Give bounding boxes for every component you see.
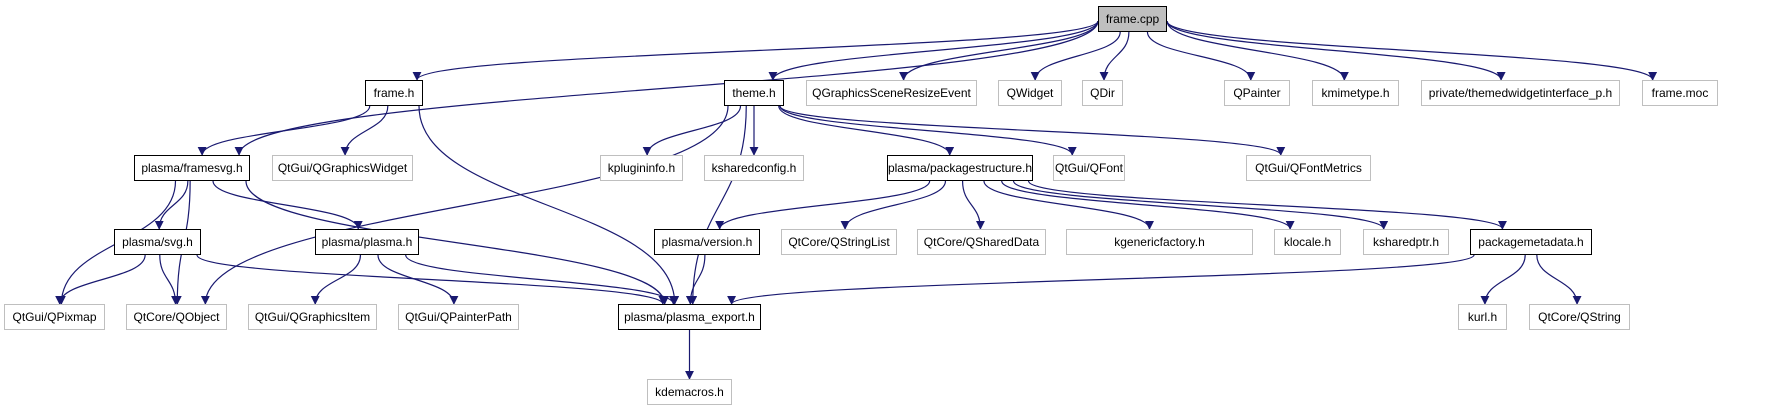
- node-qobject: QtCore/QObject: [126, 304, 227, 330]
- edge-framesvg-to-plasma: [212, 180, 363, 230]
- edge-plasma-to-plasma-export: [405, 254, 678, 305]
- edge-theme-h-to-packagestructure: [778, 105, 955, 156]
- edge-theme-h-to-kplugininfo: [642, 105, 742, 156]
- edge-theme-h-to-qfont: [779, 105, 1077, 156]
- edge-svg-to-qobject: [159, 254, 181, 305]
- edge-plasma-to-qpainterpath: [377, 254, 459, 305]
- node-qwidget: QWidget: [998, 80, 1062, 106]
- node-klocale: klocale.h: [1274, 229, 1341, 255]
- node-qstring: QtCore/QString: [1529, 304, 1630, 330]
- edge-svg-to-plasma-export: [196, 254, 668, 305]
- edge-packagemetadata-to-qstring: [1536, 254, 1582, 305]
- node-kmimetype: kmimetype.h: [1312, 80, 1399, 106]
- edge-framesvg-to-svg: [154, 180, 189, 230]
- node-kgenericfactory: kgenericfactory.h: [1066, 229, 1253, 255]
- edge-framesvg-to-plasma-export: [245, 180, 670, 305]
- node-qstringlist: QtCore/QStringList: [781, 229, 897, 255]
- edge-frame-cpp-to-themedwidget: [1166, 20, 1506, 81]
- node-version[interactable]: plasma/version.h: [654, 229, 760, 255]
- edge-packagemetadata-to-kurl: [1480, 254, 1526, 305]
- edge-frame-h-to-qgraphicswidget: [340, 105, 389, 156]
- edge-packagestructure-to-ksharedptr: [1012, 180, 1389, 230]
- node-ksharedconfig: ksharedconfig.h: [704, 155, 804, 181]
- edge-packagemetadata-to-plasma-export: [727, 254, 1475, 305]
- node-themedwidget: private/themedwidgetinterface_p.h: [1421, 80, 1620, 106]
- edge-frame-cpp-to-qdir: [1099, 31, 1130, 81]
- node-qpixmap: QtGui/QPixmap: [4, 304, 105, 330]
- edge-packagestructure-to-packagemetadata: [1027, 180, 1507, 230]
- edge-frame-cpp-to-qgsre: [899, 20, 1099, 81]
- node-qgsre: QGraphicsSceneResizeEvent: [806, 80, 977, 106]
- node-framesvg[interactable]: plasma/framesvg.h: [134, 155, 250, 181]
- edge-plasma-to-qgraphicsitem: [310, 254, 362, 305]
- node-frame-cpp[interactable]: frame.cpp: [1098, 6, 1167, 32]
- edge-packagestructure-to-version: [715, 180, 931, 230]
- node-qgraphicswidget: QtGui/QGraphicsWidget: [272, 155, 413, 181]
- edge-packagestructure-to-klocale: [1001, 180, 1295, 230]
- node-frame-h[interactable]: frame.h: [365, 80, 423, 106]
- node-plasma-export[interactable]: plasma/plasma_export.h: [618, 304, 761, 330]
- node-qpainter: QPainter: [1224, 80, 1290, 106]
- node-qshareddata: QtCore/QSharedData: [917, 229, 1046, 255]
- edge-packagestructure-to-qshareddata: [961, 180, 985, 230]
- node-frame-moc: frame.moc: [1642, 80, 1718, 106]
- node-kdemacros: kdemacros.h: [647, 379, 732, 405]
- node-qfontmetrics: QtGui/QFontMetrics: [1246, 155, 1371, 181]
- node-kurl: kurl.h: [1458, 304, 1507, 330]
- edge-frame-cpp-to-qpainter: [1146, 31, 1256, 81]
- edge-frame-cpp-to-kmimetype: [1166, 20, 1349, 81]
- edge-packagestructure-to-kgenericfactory: [983, 180, 1154, 230]
- edge-svg-to-qpixmap: [55, 254, 146, 305]
- edge-packagestructure-to-qstringlist: [840, 180, 947, 230]
- node-qpainterpath: QtGui/QPainterPath: [398, 304, 519, 330]
- edge-frame-cpp-to-theme-h: [768, 20, 1099, 81]
- node-plasma[interactable]: plasma/plasma.h: [315, 229, 419, 255]
- node-theme-h[interactable]: theme.h: [724, 80, 784, 106]
- node-qdir: QDir: [1082, 80, 1123, 106]
- edge-frame-h-to-framesvg: [197, 105, 371, 156]
- edge-theme-h-to-qobject: [200, 105, 729, 305]
- edge-frame-cpp-to-frame-moc: [1166, 20, 1657, 81]
- node-svg[interactable]: plasma/svg.h: [114, 229, 201, 255]
- node-qfont: QtGui/QFont: [1053, 155, 1125, 181]
- node-kplugininfo: kplugininfo.h: [600, 155, 683, 181]
- edge-version-to-plasma-export: [685, 254, 706, 305]
- node-packagestructure[interactable]: plasma/packagestructure.h: [887, 155, 1033, 181]
- edge-frame-cpp-to-qwidget: [1030, 31, 1121, 81]
- edge-theme-h-to-plasma-export: [688, 105, 747, 305]
- edge-frame-cpp-to-frame-h: [412, 20, 1099, 81]
- node-packagemetadata[interactable]: packagemetadata.h: [1470, 229, 1592, 255]
- edge-frame-h-to-plasma-export: [418, 105, 680, 305]
- node-qgraphicsitem: QtGui/QGraphicsItem: [248, 304, 377, 330]
- node-ksharedptr: ksharedptr.h: [1363, 229, 1449, 255]
- edge-theme-h-to-qfontmetrics: [779, 105, 1286, 156]
